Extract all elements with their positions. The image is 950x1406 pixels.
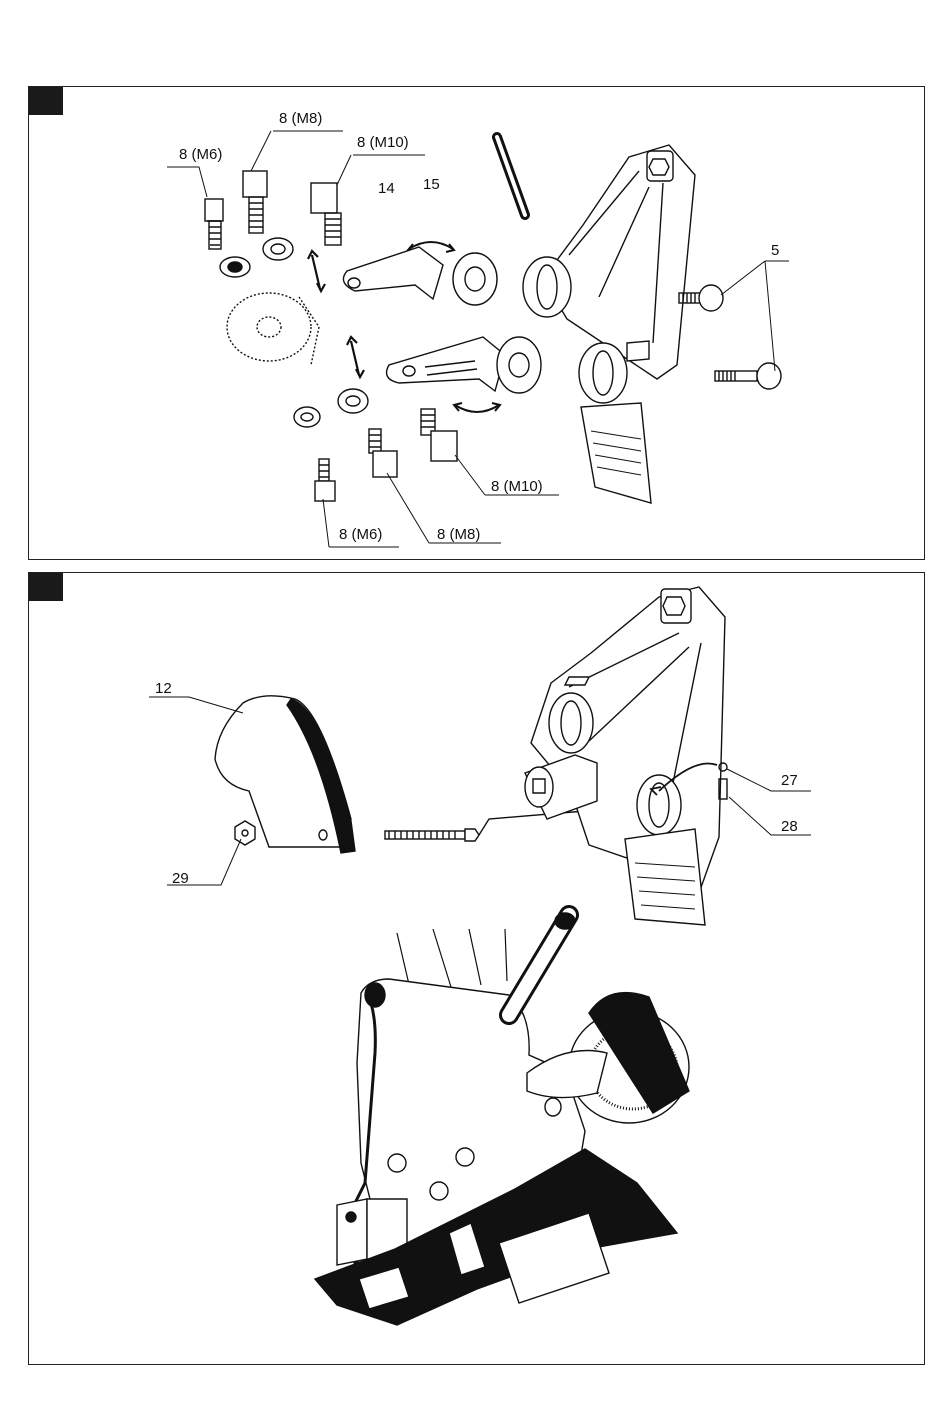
dotted-grinding-wheel (227, 293, 319, 365)
figure-2-drawing: 12 29 27 28 (29, 573, 924, 1364)
label-8-m6-bottom: 8 (M6) (339, 526, 382, 543)
label-15: 15 (423, 176, 440, 193)
bolt-m8-top (243, 171, 293, 260)
figure-1-panel: 8 (M6) 8 (M8) 8 (M10) 14 15 5 8 (M10) 8 … (28, 86, 925, 560)
bolt-m10-bottom (421, 409, 457, 461)
bolt-m6-top (205, 199, 250, 277)
label-8-m8-bottom: 8 (M8) (437, 526, 480, 543)
label-8-m6-top: 8 (M6) (179, 146, 222, 163)
label-5: 5 (771, 242, 779, 259)
arrow-top-left (308, 251, 325, 291)
arrow-middle-left (347, 337, 364, 377)
sharpening-jig-assembly (525, 587, 727, 925)
rotation-arrow-bottom (455, 405, 499, 412)
bolt-m8-bottom (369, 429, 397, 477)
socket-screw-lower (715, 363, 781, 389)
spacer-washers-bottom (294, 389, 368, 427)
label-8-m8-top: 8 (M8) (279, 110, 322, 127)
label-12: 12 (155, 680, 172, 697)
figure-2-panel: 12 29 27 28 (28, 572, 925, 1365)
label-27: 27 (781, 772, 798, 789)
socket-screw-upper (679, 285, 723, 311)
bolt-m10-top (311, 183, 341, 245)
angle-grinder-with-jig (315, 913, 689, 1325)
upper-clamp-arm (343, 247, 497, 305)
bolt-m6-bottom (315, 459, 335, 501)
label-29: 29 (172, 870, 189, 887)
label-8-m10-bottom: 8 (M10) (491, 478, 543, 495)
label-28: 28 (781, 818, 798, 835)
figure-1-drawing: 8 (M6) 8 (M8) 8 (M10) 14 15 5 8 (M10) 8 … (29, 87, 924, 559)
long-threaded-rod (385, 809, 609, 841)
nut-part-29 (235, 821, 255, 845)
label-8-m10-top: 8 (M10) (357, 134, 409, 151)
sharpening-jig-frame (497, 137, 695, 503)
lower-clamp-arm (387, 337, 541, 393)
label-14: 14 (378, 180, 395, 197)
